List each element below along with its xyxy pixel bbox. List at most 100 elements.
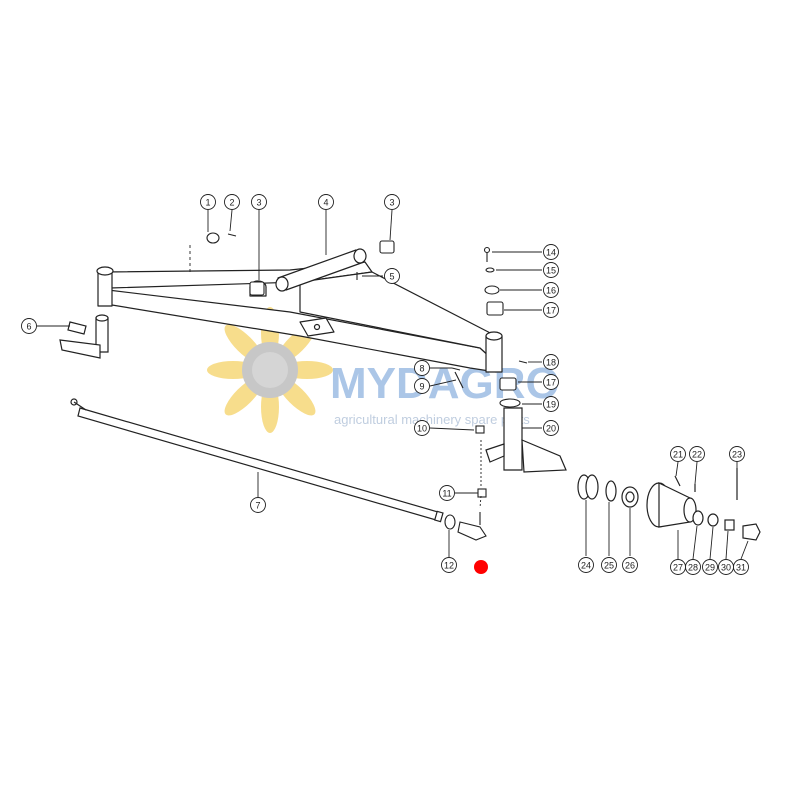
callout-17: 17 bbox=[543, 374, 559, 390]
callout-circle bbox=[318, 194, 334, 210]
callout-number: 20 bbox=[546, 424, 556, 434]
watermark-brand: MYDAGRO bbox=[330, 359, 560, 408]
callout-circle bbox=[441, 557, 457, 573]
callout-number: 23 bbox=[732, 450, 742, 460]
left-steering-knuckle bbox=[59, 314, 109, 359]
callout-number: 25 bbox=[604, 561, 614, 571]
callout-circle bbox=[543, 420, 559, 436]
callout-circle bbox=[384, 194, 400, 210]
callout-19: 19 bbox=[543, 396, 559, 412]
callout-circle bbox=[543, 302, 559, 318]
callout-number: 17 bbox=[546, 378, 556, 388]
callout-circle bbox=[729, 446, 745, 462]
callout-12: 12 bbox=[441, 557, 457, 573]
callout-14: 14 bbox=[543, 244, 559, 260]
callout-number: 29 bbox=[705, 563, 715, 573]
callout-3: 3 bbox=[251, 194, 267, 210]
small-parts bbox=[206, 232, 528, 541]
callout-number: 8 bbox=[419, 364, 424, 374]
wheel-hub-assembly bbox=[577, 468, 761, 541]
callout-circle bbox=[414, 378, 430, 394]
callout-number: 28 bbox=[688, 563, 698, 573]
callout-number: 3 bbox=[256, 198, 261, 208]
right-steering-knuckle bbox=[485, 407, 567, 473]
callout-circle bbox=[250, 497, 266, 513]
watermark-logo: MYDAGRO agricultural machinery spare par… bbox=[207, 307, 560, 433]
callout-18: 18 bbox=[543, 354, 559, 370]
callout-30: 30 bbox=[718, 559, 734, 575]
callout-17: 17 bbox=[543, 302, 559, 318]
callout-circle bbox=[414, 360, 430, 376]
callout-24: 24 bbox=[578, 557, 594, 573]
callout-circle bbox=[578, 557, 594, 573]
callout-number: 14 bbox=[546, 248, 556, 258]
callout-number: 5 bbox=[389, 272, 394, 282]
callout-circle bbox=[414, 420, 430, 436]
callout-number: 31 bbox=[736, 563, 746, 573]
callout-7: 7 bbox=[250, 497, 266, 513]
callout-circle bbox=[543, 262, 559, 278]
callout-number: 22 bbox=[692, 450, 702, 460]
callout-5: 5 bbox=[384, 268, 400, 284]
callout-number: 18 bbox=[546, 358, 556, 368]
callout-21: 21 bbox=[670, 446, 686, 462]
callout-circle bbox=[670, 446, 686, 462]
callout-circle bbox=[702, 559, 718, 575]
leader-lines bbox=[37, 209, 749, 560]
callout-number: 24 bbox=[581, 561, 591, 571]
callout-number: 21 bbox=[673, 450, 683, 460]
sunflower-icon bbox=[207, 307, 333, 433]
callout-31: 31 bbox=[733, 559, 749, 575]
callout-number: 30 bbox=[721, 563, 731, 573]
callout-circle bbox=[21, 318, 37, 334]
callout-circle bbox=[543, 282, 559, 298]
callout-number: 16 bbox=[546, 286, 556, 296]
callout-28: 28 bbox=[685, 559, 701, 575]
callout-circle bbox=[689, 446, 705, 462]
callout-15: 15 bbox=[543, 262, 559, 278]
callout-circle bbox=[384, 268, 400, 284]
callout-circle bbox=[601, 557, 617, 573]
callout-8: 8 bbox=[414, 360, 430, 376]
callout-circle bbox=[543, 244, 559, 260]
callout-number: 11 bbox=[442, 489, 451, 499]
callout-16: 16 bbox=[543, 282, 559, 298]
callout-circle bbox=[622, 557, 638, 573]
callout-circle bbox=[200, 194, 216, 210]
callout-25: 25 bbox=[601, 557, 617, 573]
front-axle-beam bbox=[96, 248, 503, 373]
callout-number: 12 bbox=[444, 561, 454, 571]
callout-4: 4 bbox=[318, 194, 334, 210]
callout-number: 15 bbox=[546, 266, 556, 276]
callout-number: 26 bbox=[625, 561, 635, 571]
callout-23: 23 bbox=[729, 446, 745, 462]
callout-number: 27 bbox=[673, 563, 683, 573]
callout-number: 1 bbox=[205, 198, 210, 208]
callout-1: 1 bbox=[200, 194, 216, 210]
callout-9: 9 bbox=[414, 378, 430, 394]
callout-3: 3 bbox=[384, 194, 400, 210]
watermark-tagline: agricultural machinery spare parts bbox=[334, 412, 530, 427]
callout-circle bbox=[251, 194, 267, 210]
callout-2: 2 bbox=[224, 194, 240, 210]
callout-circle bbox=[685, 559, 701, 575]
callout-27: 27 bbox=[670, 559, 686, 575]
callout-11: 11 bbox=[439, 485, 455, 501]
callout-number: 10 bbox=[417, 424, 427, 434]
callout-number: 3 bbox=[389, 198, 394, 208]
callout-number: 6 bbox=[26, 322, 31, 332]
red-marker-dot bbox=[474, 560, 488, 574]
callout-10: 10 bbox=[414, 420, 430, 436]
callout-number: 7 bbox=[255, 501, 260, 511]
callout-number: 9 bbox=[419, 382, 424, 392]
callout-number: 4 bbox=[323, 198, 328, 208]
callout-circle bbox=[224, 194, 240, 210]
callout-number: 19 bbox=[546, 400, 556, 410]
tie-rod bbox=[70, 398, 444, 523]
callout-circle bbox=[543, 354, 559, 370]
callout-29: 29 bbox=[702, 559, 718, 575]
callout-26: 26 bbox=[622, 557, 638, 573]
callout-circle bbox=[439, 485, 455, 501]
